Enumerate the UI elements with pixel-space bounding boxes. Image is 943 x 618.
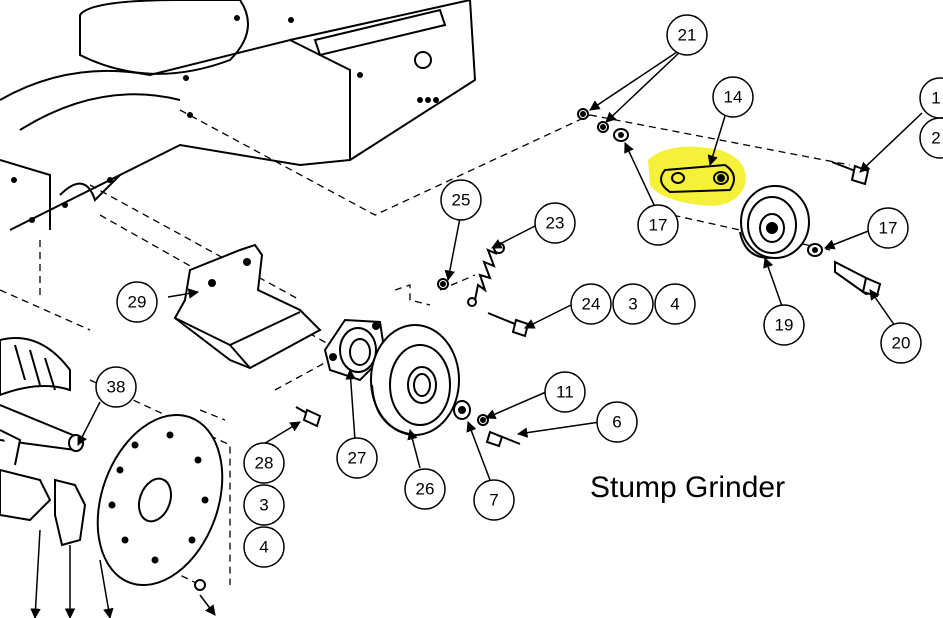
callout-14: 14 [724,88,743,107]
frame-holes [11,15,439,223]
spring-and-nut [437,242,505,307]
callout-3-upper: 3 [628,295,637,314]
callout-24: 24 [582,295,601,314]
callout-19: 19 [775,316,794,335]
callout-4-upper: 4 [670,295,679,314]
callout-3-lower: 3 [259,496,268,515]
callout-27: 27 [348,449,367,468]
callout-7: 7 [489,491,498,510]
washer-nut-bolt [453,400,521,448]
callout-25: 25 [452,191,471,210]
callout-23: 23 [546,214,565,233]
diagram-title: Stump Grinder [590,471,785,504]
washer-bolt-20 [807,243,882,298]
idler-pulley [739,185,810,259]
leader-arrows [30,51,923,618]
callout-26: 26 [416,480,435,499]
nuts-washers-21 [577,108,629,142]
callout-17-lower: 17 [879,219,898,238]
callout-4-lower: 4 [259,538,268,557]
bolt-28 [295,406,322,428]
bracket-29 [173,243,322,370]
callout-38: 38 [107,378,126,397]
disc-plate [96,413,224,591]
callout-1: 1 [931,89,940,108]
callout-28: 28 [255,454,274,473]
callout-21: 21 [678,26,697,45]
idler-arm [660,163,735,194]
callout-20: 20 [892,334,911,353]
bolt-24 [487,312,530,338]
callout-circles [95,14,943,568]
bearing-flange [323,318,387,382]
callout-6: 6 [612,413,621,432]
frame-housing [0,0,477,231]
callout-17-upper: 17 [649,216,668,235]
highlight-part-14 [648,146,746,206]
callout-29: 29 [128,293,147,312]
bolt-top-right [831,161,870,186]
callout-labels: 21 14 1 2 17 17 19 20 25 23 24 3 4 29 38… [107,26,941,557]
callout-11: 11 [556,383,574,402]
cutting-wheel [0,337,87,547]
callout-2: 2 [931,129,940,148]
main-pulley [370,324,460,436]
